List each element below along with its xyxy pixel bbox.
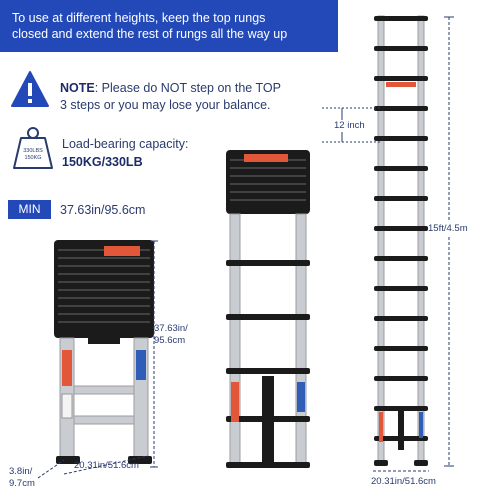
load-value: 150KG/330LB [62, 155, 143, 169]
depth-1: 3.8in/ [9, 466, 33, 477]
collapsed-height-label: 37.63in/ 95.6cm [154, 323, 188, 347]
min-badge: MIN [8, 200, 51, 219]
full-height-label: 15ft/4.5m [428, 222, 468, 236]
collapsed-height-1: 37.63in/ [154, 323, 188, 334]
extended-width-label: 20.31in/51.6cm [371, 476, 436, 487]
rung-spacing-label: 12 inch [334, 120, 365, 132]
partial-ladder-image [226, 150, 310, 468]
full-height-line [444, 16, 454, 467]
collapsed-ladder-image [54, 240, 154, 464]
warning-icon [11, 71, 49, 107]
depth-line [37, 459, 65, 479]
collapsed-height-line [150, 240, 158, 468]
banner-line-1: To use at different heights, keep the to… [12, 11, 266, 25]
depth-2: 9.7cm [9, 478, 35, 489]
weight-icon: 330LBS 150KG [12, 126, 54, 170]
weight-icon-text-1: 330LBS [23, 148, 43, 154]
top-banner: To use at different heights, keep the to… [0, 0, 338, 52]
extended-width-line [373, 470, 429, 472]
note-label: NOTE [60, 81, 95, 95]
depth-label: 3.8in/ 9.7cm [9, 466, 35, 490]
banner-line-2: closed and extend the rest of rungs all … [12, 27, 288, 41]
collapsed-height-2: 95.6cm [154, 335, 186, 346]
extended-ladder-image [374, 15, 428, 466]
load-label: Load-bearing capacity: [62, 137, 189, 151]
collapsed-width-line [63, 455, 149, 475]
note-line-1: : Please do NOT step on the TOP [94, 81, 281, 95]
weight-icon-text-2: 150KG [24, 155, 42, 161]
collapsed-width-label: 20.31in/51.6cm [74, 460, 139, 471]
min-value: 37.63in/95.6cm [60, 203, 146, 217]
note-text: NOTE: Please do NOT step on the TOP 3 st… [60, 80, 310, 114]
note-line-2: 3 steps or you may lose your balance. [60, 98, 271, 112]
